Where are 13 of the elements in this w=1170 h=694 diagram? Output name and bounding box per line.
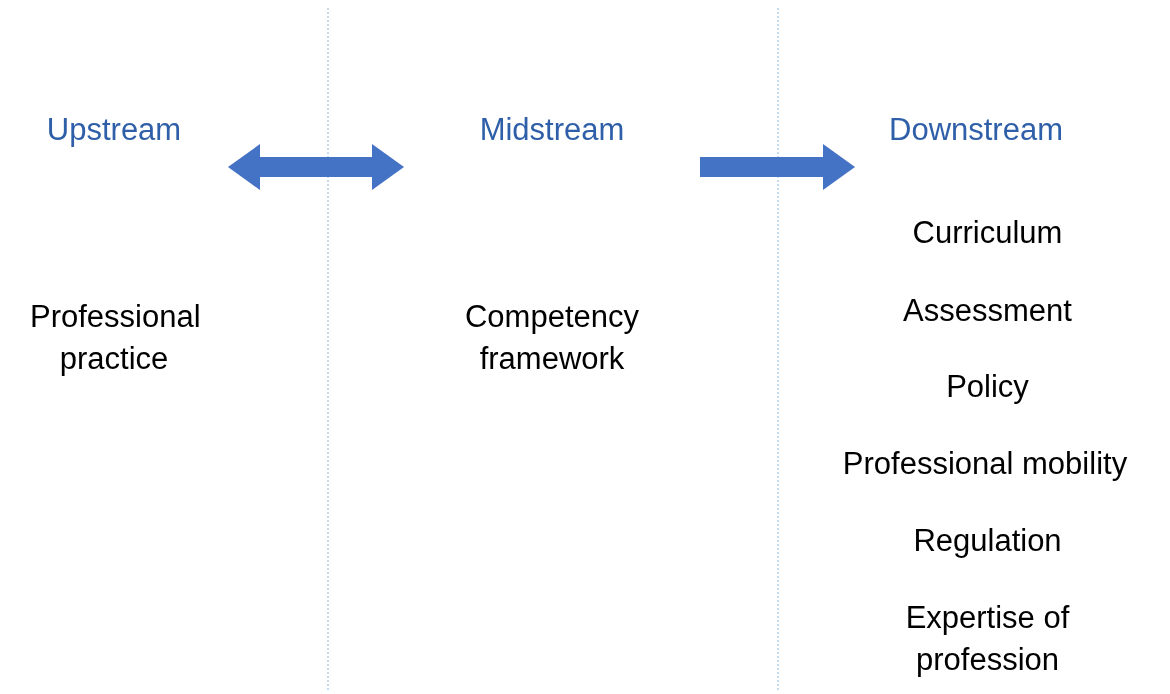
text-label: Professional practice bbox=[29, 298, 202, 378]
text-label: Curriculum bbox=[911, 214, 1064, 252]
text-label: Assessment bbox=[902, 292, 1073, 330]
stream-heading: Downstream bbox=[855, 110, 1097, 150]
text-label: Regulation bbox=[912, 522, 1063, 560]
text-label: Competency framework bbox=[464, 298, 640, 378]
text-label: Policy bbox=[945, 368, 1030, 406]
block-arrow bbox=[700, 144, 855, 190]
text-label: Professional mobility bbox=[841, 445, 1129, 483]
stream-heading: Upstream bbox=[0, 110, 228, 150]
stream-heading: Midstream bbox=[404, 110, 700, 150]
text-label: Expertise of profession bbox=[904, 599, 1071, 679]
block-arrow bbox=[228, 144, 404, 190]
